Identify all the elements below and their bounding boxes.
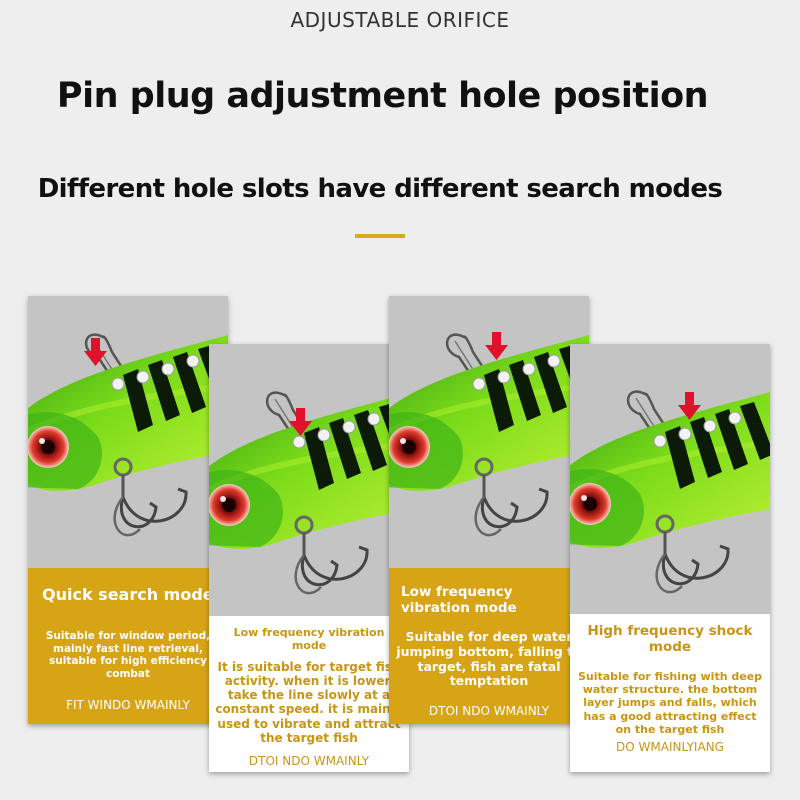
mode-card-quick-search: Quick search mode Suitable for window pe… [28,296,228,724]
red-down-arrow-icon [678,392,701,420]
mode-info-panel: Low frequency vibration mode Suitable fo… [389,568,589,724]
mode-title: High frequency shock mode [587,623,753,655]
red-down-arrow-icon [485,332,508,360]
mode-footer: DTOI NDO WMAINLY [428,704,550,718]
mode-info-panel: High frequency shock mode Suitable for f… [570,614,770,772]
mode-description: Suitable for fishing with deep water str… [577,670,763,736]
page-title: Pin plug adjustment hole position [56,76,709,116]
mode-description: Suitable for window period, mainly fast … [45,630,211,680]
mode-footer: DO WMAINLYIANG [616,740,724,754]
mode-card-deep-water-jump: Low frequency vibration mode Suitable fo… [389,296,589,724]
lure-photo [570,344,770,614]
mode-title: Low frequency vibration mode [401,584,517,616]
red-down-arrow-icon [289,408,312,436]
accent-divider [355,234,405,238]
mode-footer: FIT WINDO WMAINLY [66,698,190,712]
mode-card-low-frequency-vibration: Low frequency vibration mode It is suita… [209,344,409,772]
eyebrow-label: ADJUSTABLE ORIFICE [290,8,510,32]
mode-info-panel: Low frequency vibration mode It is suita… [209,616,409,772]
mode-footer: DTOI NDO WMAINLY [248,754,370,768]
lure-photo [389,296,589,568]
mode-title: Quick search mode [42,585,214,604]
page-subtitle: Different hole slots have different sear… [37,174,723,204]
red-down-arrow-icon [84,338,107,366]
lure-photo [209,344,409,616]
mode-description: Suitable for deep water jumping bottom, … [396,629,582,689]
mode-info-panel: Quick search mode Suitable for window pe… [28,568,228,724]
mode-description: It is suitable for target fish activity.… [215,660,403,745]
mode-card-high-frequency-shock: High frequency shock mode Suitable for f… [570,344,770,772]
mode-title: Low frequency vibration mode [233,626,385,652]
lure-photo [28,296,228,568]
